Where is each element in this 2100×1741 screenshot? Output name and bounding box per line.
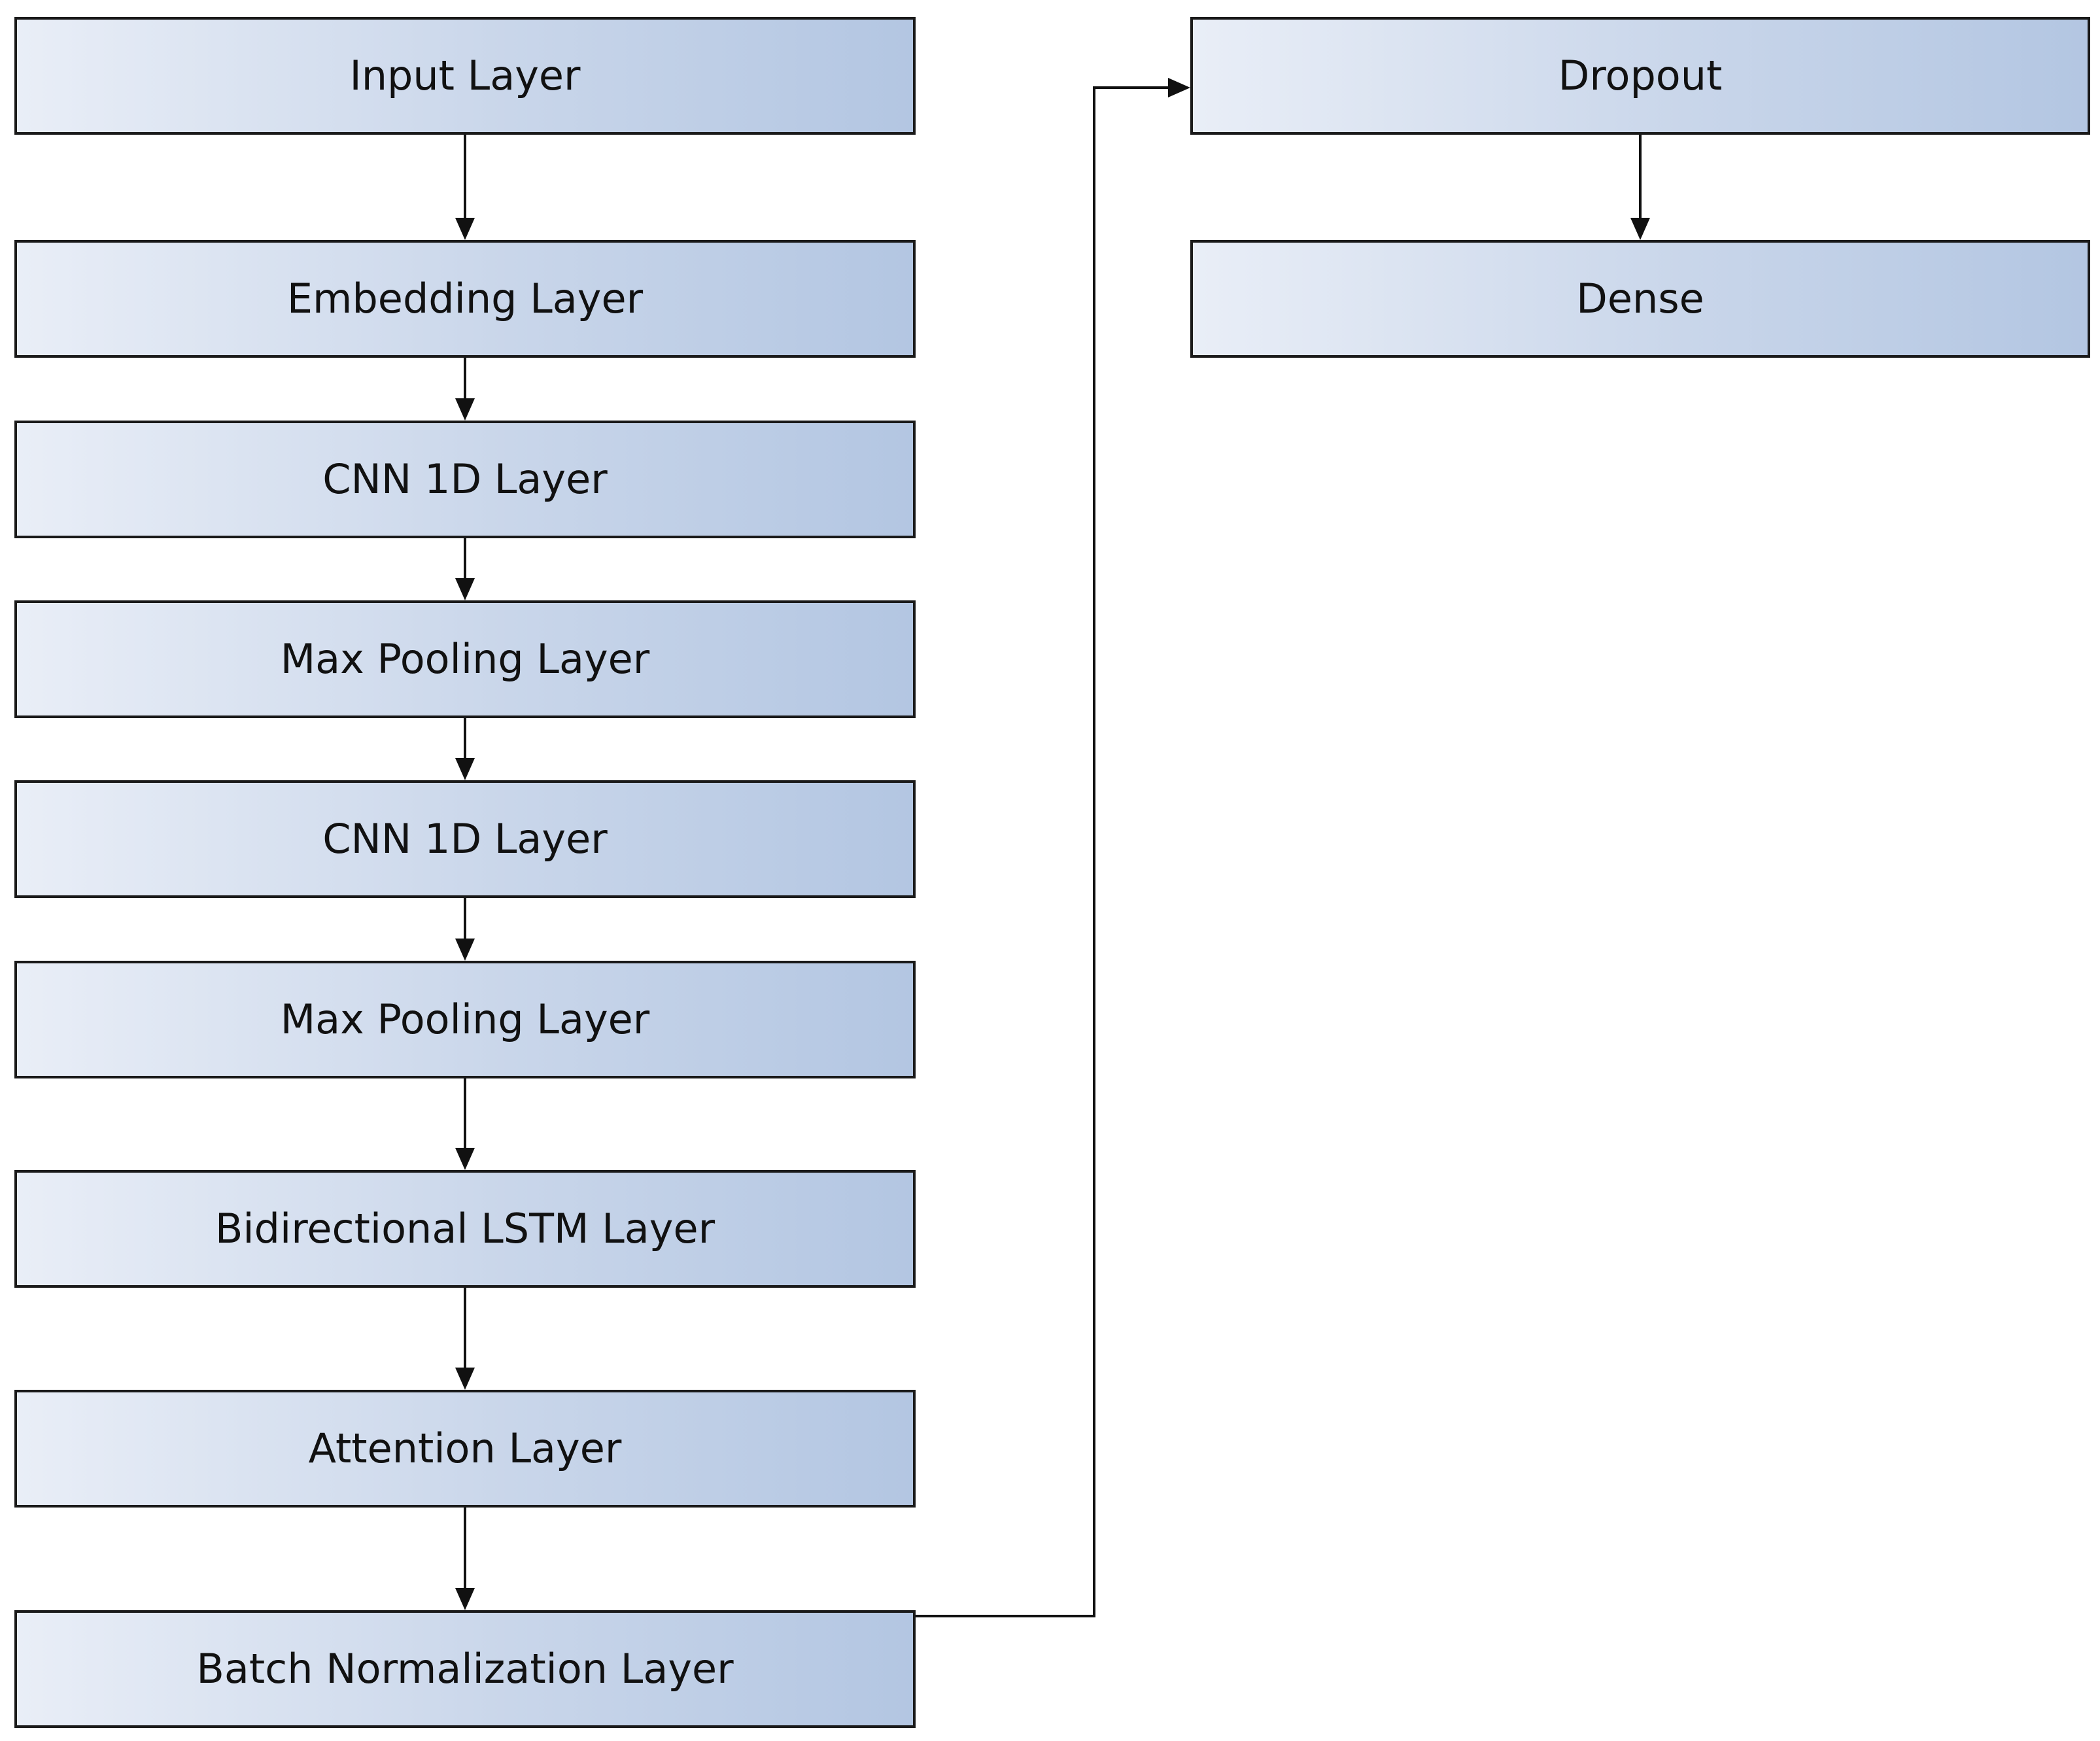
edge-attention-to-batchnorm bbox=[455, 1508, 475, 1610]
edge-dropout-to-dense bbox=[1630, 135, 1650, 240]
arrowhead bbox=[455, 939, 475, 961]
node-bidirectional-lstm-layer: Bidirectional LSTM Layer bbox=[14, 1170, 916, 1288]
edge-input-to-embedding bbox=[455, 135, 475, 240]
arrowhead bbox=[455, 1148, 475, 1170]
node-label: CNN 1D Layer bbox=[322, 455, 608, 503]
node-dense: Dense bbox=[1190, 240, 2090, 358]
node-label: Embedding Layer bbox=[286, 275, 644, 322]
node-batch-normalization-layer: Batch Normalization Layer bbox=[14, 1610, 916, 1728]
node-label: Bidirectional LSTM Layer bbox=[215, 1205, 715, 1252]
arrowhead bbox=[455, 398, 475, 421]
node-input-layer: Input Layer bbox=[14, 17, 916, 135]
arrowhead bbox=[455, 218, 475, 240]
node-embedding-layer: Embedding Layer bbox=[14, 240, 916, 358]
edge-pool2-to-bilstm bbox=[455, 1078, 475, 1170]
arrowhead bbox=[1168, 78, 1190, 97]
node-label: Dense bbox=[1576, 275, 1704, 322]
node-dropout: Dropout bbox=[1190, 17, 2090, 135]
arrowhead bbox=[455, 758, 475, 780]
node-label: Batch Normalization Layer bbox=[196, 1645, 734, 1693]
edge-batchnorm-to-dropout bbox=[916, 78, 1190, 1617]
node-attention-layer: Attention Layer bbox=[14, 1390, 916, 1508]
connector-line bbox=[916, 86, 1171, 1617]
node-cnn-1d-layer-2: CNN 1D Layer bbox=[14, 780, 916, 898]
edge-cnn2-to-pool2 bbox=[455, 898, 475, 961]
node-label: Max Pooling Layer bbox=[280, 995, 650, 1043]
node-cnn-1d-layer-1: CNN 1D Layer bbox=[14, 421, 916, 538]
node-label: Attention Layer bbox=[308, 1424, 622, 1472]
node-label: Max Pooling Layer bbox=[280, 635, 650, 683]
edge-pool1-to-cnn2 bbox=[455, 718, 475, 780]
node-label: CNN 1D Layer bbox=[322, 815, 608, 863]
arrowhead bbox=[455, 578, 475, 600]
node-label: Input Layer bbox=[349, 52, 581, 99]
edge-cnn1-to-pool1 bbox=[455, 538, 475, 600]
arrowhead bbox=[455, 1368, 475, 1390]
edge-bilstm-to-attention bbox=[455, 1288, 475, 1390]
arrowhead bbox=[1630, 218, 1650, 240]
node-label: Dropout bbox=[1558, 52, 1723, 99]
node-max-pooling-layer-1: Max Pooling Layer bbox=[14, 600, 916, 718]
arrowhead bbox=[455, 1588, 475, 1610]
node-max-pooling-layer-2: Max Pooling Layer bbox=[14, 961, 916, 1078]
edge-embedding-to-cnn1 bbox=[455, 358, 475, 421]
